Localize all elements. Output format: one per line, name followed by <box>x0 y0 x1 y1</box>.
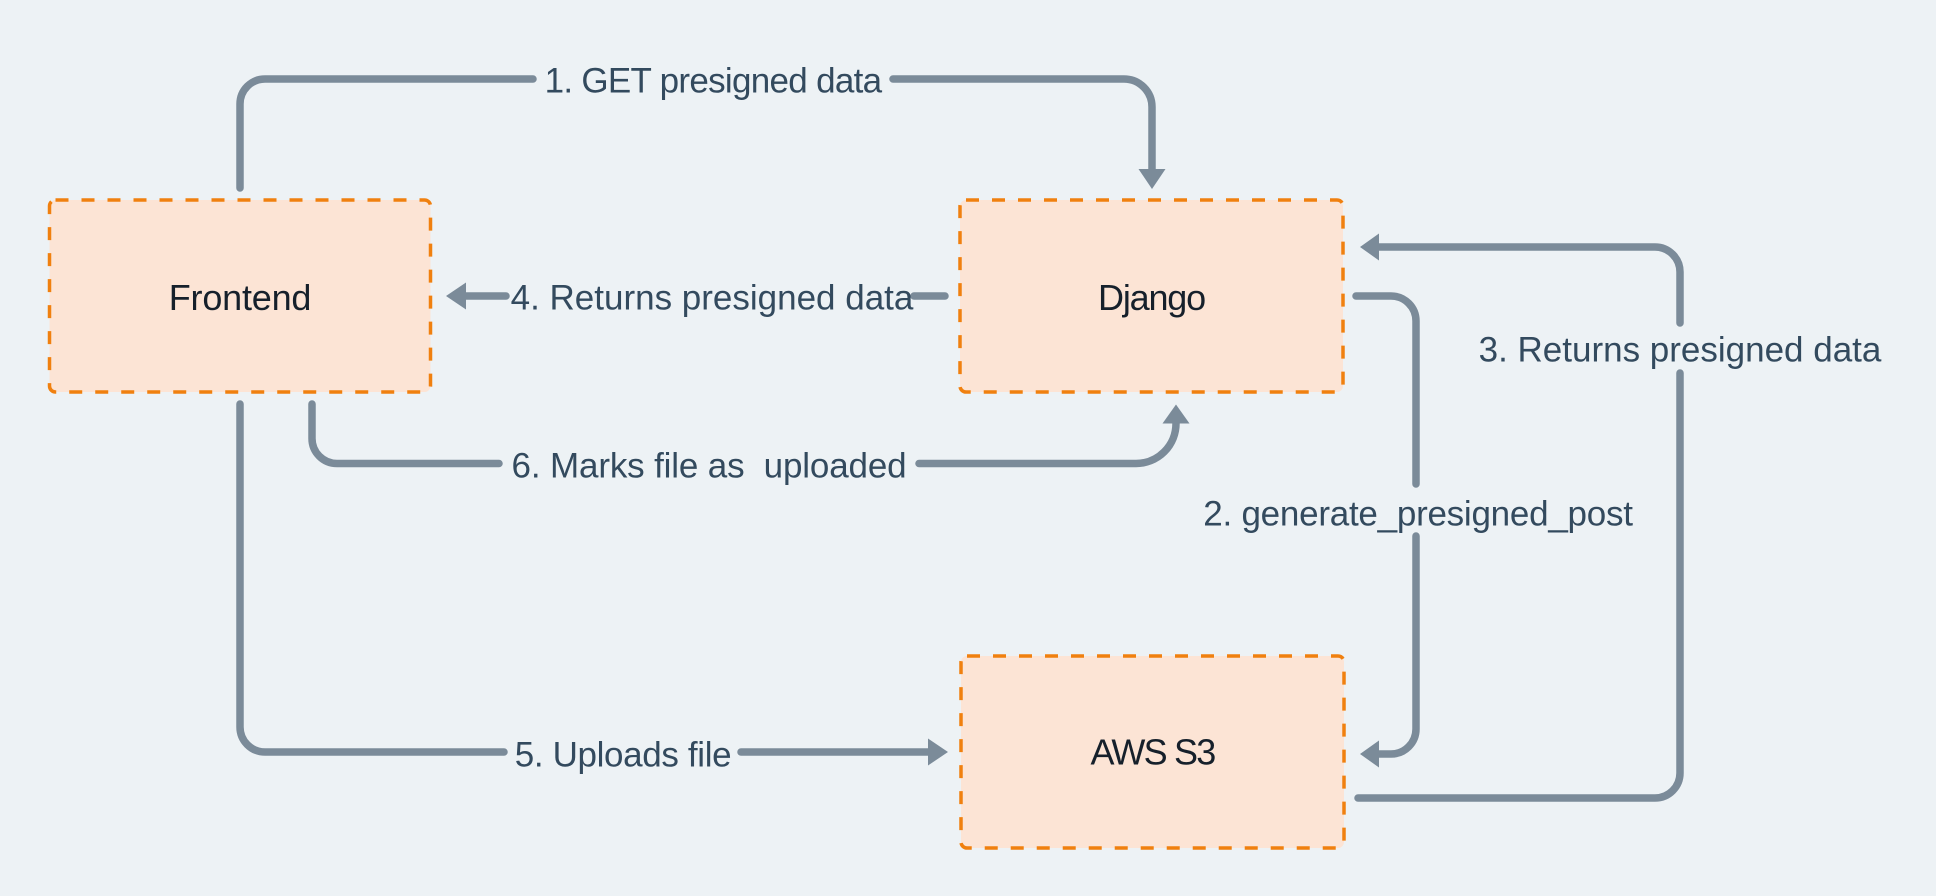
svg-text:6. Marks file as uploaded: 6. Marks file as uploaded <box>512 447 907 486</box>
svg-text:5. Uploads file: 5. Uploads file <box>515 736 732 775</box>
svg-text:4. Returns presigned data: 4. Returns presigned data <box>511 279 914 318</box>
svg-text:3. Returns presigned data: 3. Returns presigned data <box>1479 331 1882 370</box>
svg-text:2. generate_presigned_post: 2. generate_presigned_post <box>1203 495 1633 534</box>
svg-text:Django: Django <box>1098 277 1205 318</box>
svg-text:AWS S3: AWS S3 <box>1091 732 1216 773</box>
svg-text:Frontend: Frontend <box>169 277 312 318</box>
svg-text:1. GET presigned data: 1. GET presigned data <box>545 62 883 101</box>
